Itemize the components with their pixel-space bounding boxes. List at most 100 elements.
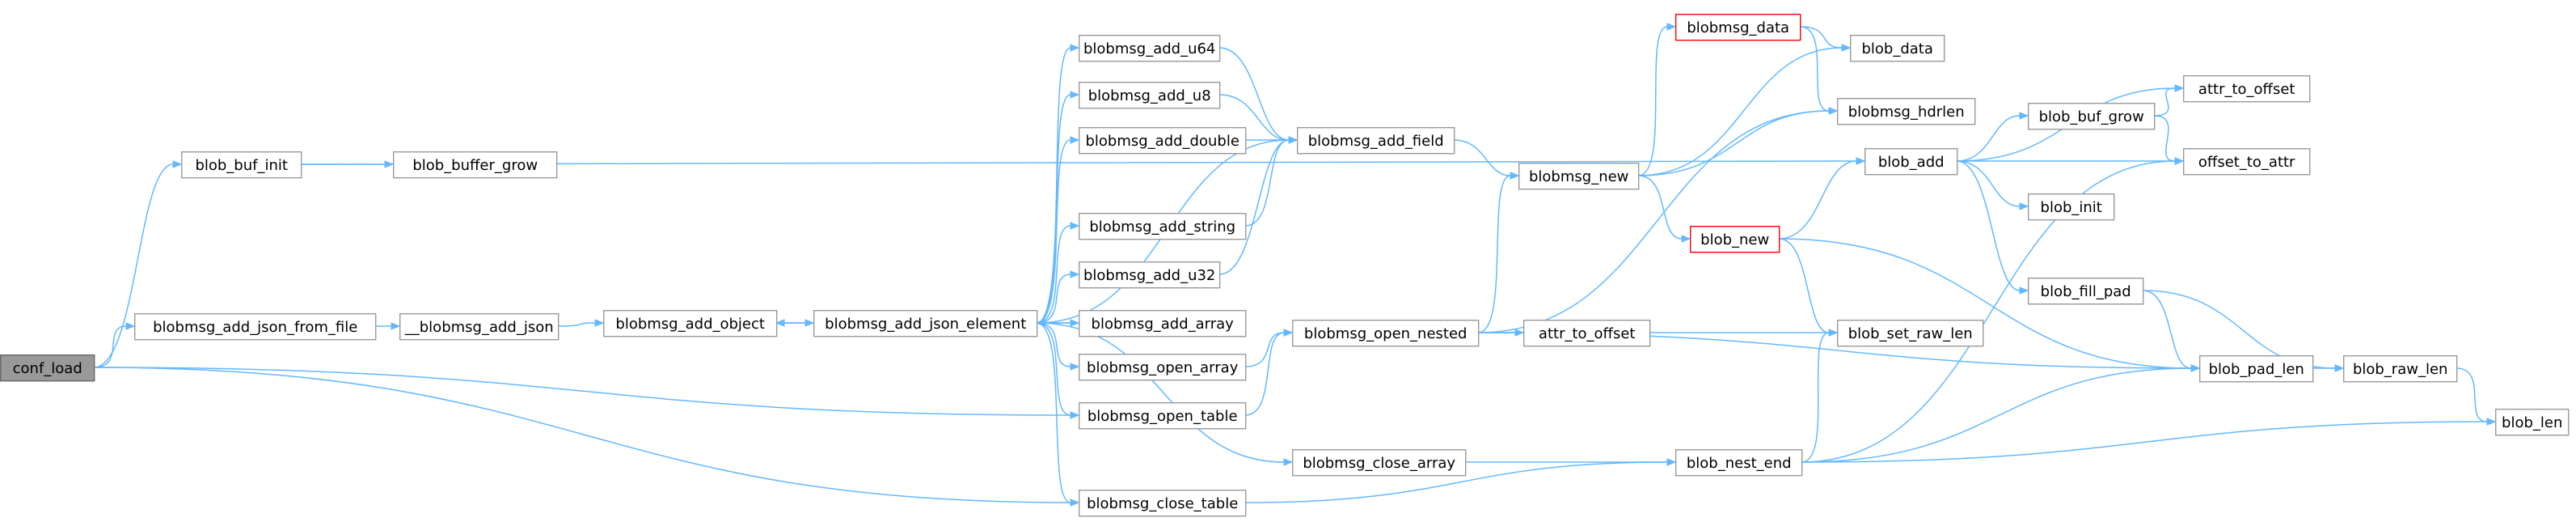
node-blob-len[interactable]: blob_len	[2494, 409, 2570, 436]
node-label: blobmsg_open_array	[1087, 359, 1239, 376]
node-blobmsg-data[interactable]: blobmsg_data	[1674, 14, 1801, 41]
edge-blob-buf-grow-to-offset-to-attr	[2153, 115, 2176, 162]
node-blobmsg-add-field[interactable]: blobmsg_add_field	[1296, 126, 1455, 155]
edge-blob-nest-end-to-blob-set-raw-len	[1801, 332, 1830, 463]
node-blobmsg-open-nested[interactable]: blobmsg_open_nested	[1291, 320, 1480, 347]
edge-blobmsg-close-table-to-blob-nest-end	[1244, 461, 1668, 503]
arrowhead	[1666, 23, 1677, 31]
node-blob-new[interactable]: blob_new	[1689, 226, 1780, 253]
node-blobmsg-add-u64[interactable]: blobmsg_add_u64	[1078, 35, 1221, 62]
node-blob-set-raw-len[interactable]: blob_set_raw_len	[1836, 320, 1984, 347]
arrowhead	[1681, 235, 1691, 243]
arrowhead	[1070, 363, 1080, 371]
node-label: blob_add	[1878, 154, 1945, 171]
edge-blob-buf-grow-to-attr-to-offset-2	[2153, 87, 2176, 117]
node-box	[0, 354, 95, 382]
node-box	[1078, 35, 1221, 62]
node-blobmsg-add-u8[interactable]: blobmsg_add_u8	[1078, 81, 1221, 109]
node-blob-add[interactable]: blob_add	[1864, 147, 1958, 176]
node-blobmsg-add-string[interactable]: blobmsg_add_string	[1078, 213, 1247, 240]
node-label: blob_len	[2502, 414, 2562, 431]
node-blobmsg-open-table[interactable]: blobmsg_open_table	[1078, 402, 1247, 430]
node-blobmsg-add-double[interactable]: blobmsg_add_double	[1078, 126, 1247, 155]
node-box	[2027, 102, 2156, 130]
node-blob-pad-len[interactable]: blob_pad_len	[2198, 355, 2314, 383]
node-blob-fill-pad[interactable]: blob_fill_pad	[2027, 278, 2144, 305]
node-blobmsg-add-u32[interactable]: blobmsg_add_u32	[1078, 261, 1221, 289]
node-blob-init[interactable]: blob_init	[2027, 193, 2115, 221]
node-blobmsg-close-array[interactable]: blobmsg_close_array	[1291, 449, 1467, 477]
node-label: blob_data	[1861, 40, 1932, 57]
node-blob-buf-init[interactable]: blob_buf_init	[180, 151, 302, 179]
node-box	[399, 313, 560, 341]
node-blobmsg-add-json-element[interactable]: blobmsg_add_json_element	[813, 310, 1038, 337]
arrowhead	[1070, 222, 1080, 230]
node-box	[1836, 320, 1984, 347]
node-label: blob_new	[1700, 231, 1769, 248]
node-blobmsg-add-json[interactable]: __blobmsg_add_json	[399, 313, 560, 341]
node-box	[1078, 261, 1221, 289]
node-blob-raw-len[interactable]: blob_raw_len	[2342, 355, 2458, 383]
node-label: __blobmsg_add_json	[404, 319, 554, 336]
arrowhead	[2174, 157, 2185, 165]
edge-blobmsg-add-string-to-blobmsg-add-field	[1244, 139, 1290, 227]
node-box	[1518, 162, 1640, 190]
node-attr-to-offset-2[interactable]: attr_to_offset	[2182, 74, 2311, 103]
node-label: blobmsg_add_u32	[1083, 267, 1215, 284]
node-label: blob_pad_len	[2209, 361, 2304, 378]
node-blobmsg-open-array[interactable]: blobmsg_open_array	[1078, 354, 1247, 381]
edge-conf-load-to-blobmsg-open-table	[93, 367, 1071, 416]
edge-blobmsg-new-to-blob-data	[1637, 47, 1843, 176]
edge-blob-nest-end-to-offset-to-attr	[1801, 160, 2176, 463]
node-blob-data[interactable]: blob_data	[1849, 35, 1945, 62]
edge-blobmsg-data-to-blob-data	[1799, 26, 1843, 49]
arrowhead	[2334, 364, 2345, 372]
node-label: blobmsg_add_double	[1085, 133, 1239, 150]
node-box	[2342, 355, 2458, 383]
node-box	[2027, 278, 2144, 305]
edge-blob-buf-init-to-blob-add	[300, 160, 1857, 165]
node-box	[1078, 402, 1247, 430]
node-box	[1078, 81, 1221, 109]
arrowhead	[1841, 44, 1852, 52]
node-box	[2494, 409, 2570, 436]
node-label: blobmsg_open_table	[1087, 408, 1238, 425]
edge-blob-nest-end-to-blob-len	[1801, 421, 2488, 463]
edge-blobmsg-add-json-element-to-blobmsg-add-u8	[1036, 94, 1071, 324]
node-label: blobmsg_add_field	[1308, 133, 1444, 150]
node-label: blobmsg_add_u8	[1088, 87, 1211, 104]
node-offset-to-attr[interactable]: offset_to_attr	[2182, 147, 2311, 176]
node-label: blob_buf_grow	[2039, 108, 2144, 125]
node-blobmsg-add-json-from-file[interactable]: blobmsg_add_json_from_file	[133, 313, 377, 341]
node-box	[1291, 320, 1480, 347]
node-label: blobmsg_add_u64	[1083, 40, 1215, 57]
node-box	[603, 310, 778, 337]
node-label: blob_raw_len	[2353, 361, 2448, 378]
node-label: conf_load	[13, 360, 82, 377]
node-blob-nest-end[interactable]: blob_nest_end	[1674, 449, 1803, 477]
node-blobmsg-close-table[interactable]: blobmsg_close_table	[1078, 490, 1247, 517]
node-blobmsg-add-object[interactable]: blobmsg_add_object	[603, 310, 778, 337]
node-box	[813, 310, 1038, 337]
node-label: blobmsg_hdrlen	[1848, 104, 1965, 121]
edge-blobmsg-add-json-element-to-blobmsg-close-array	[1036, 322, 1285, 463]
edge-blobmsg-data-to-blobmsg-hdrlen	[1799, 26, 1830, 112]
node-attr-to-offset-1[interactable]: attr_to_offset	[1522, 320, 1651, 347]
edge-blob-new-to-blob-pad-len	[1778, 238, 2192, 369]
node-label: blob_init	[2041, 199, 2102, 216]
node-box	[2182, 74, 2311, 103]
node-label: blobmsg_add_string	[1089, 219, 1235, 236]
node-blob-buffer-grow[interactable]: blob_buffer_grow	[393, 151, 558, 179]
edge-blob-new-to-blob-add	[1778, 160, 1857, 240]
edge-conf-load-to-blobmsg-close-table	[93, 367, 1071, 503]
arrowhead	[1510, 172, 1520, 180]
node-blobmsg-new[interactable]: blobmsg_new	[1518, 162, 1640, 190]
node-box	[1864, 147, 1958, 176]
arrowhead	[1288, 136, 1299, 144]
edges-layer	[93, 23, 2497, 507]
node-box	[1689, 226, 1780, 253]
node-blobmsg-add-array[interactable]: blobmsg_add_array	[1078, 310, 1247, 337]
node-blob-buf-grow[interactable]: blob_buf_grow	[2027, 102, 2156, 130]
node-blobmsg-hdrlen[interactable]: blobmsg_hdrlen	[1836, 97, 1976, 125]
